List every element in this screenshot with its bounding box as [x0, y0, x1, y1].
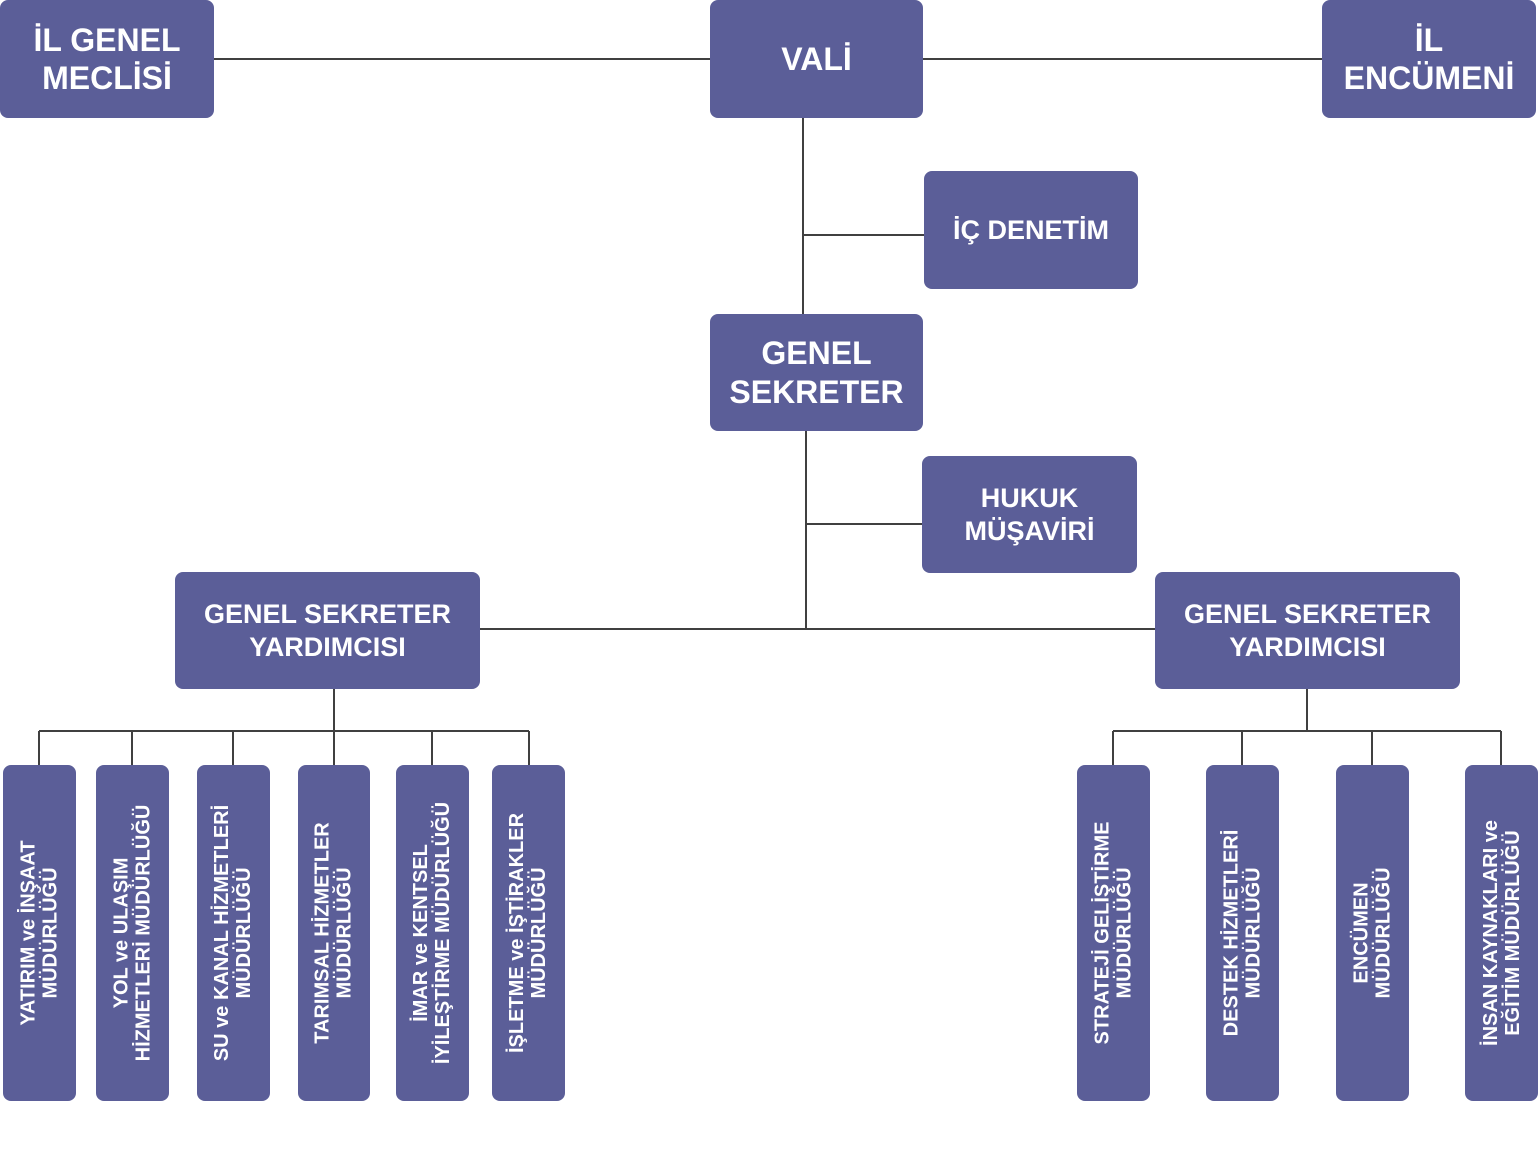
- unit-strateji-gelistirme-line-2: MÜDÜRLÜĞÜ: [1113, 867, 1136, 999]
- il-genel-meclisi-line-2: MECLİSİ: [42, 60, 172, 96]
- yardimci-left-line-2: YARDIMCISI: [249, 631, 406, 662]
- yardimci-right-line-1: GENEL SEKRETER: [1183, 599, 1432, 630]
- genel-sekreter-line-1: GENEL: [761, 335, 872, 372]
- unit-tarimsal-line-2: MÜDÜRLÜĞÜ: [334, 867, 356, 999]
- unit-insan-kaynaklari-line-2: EĞİTİM MÜDÜRLÜĞÜ: [1501, 830, 1524, 1036]
- ic-denetim-box: İÇ DENETİM: [924, 171, 1138, 289]
- vali-box: VALİ: [710, 0, 923, 118]
- unit-insan-kaynaklari-line-1: İNSAN KAYNAKLARI ve: [1479, 820, 1502, 1046]
- unit-yatirim-insaat-line-2: MÜDÜRLÜĞÜ: [39, 867, 62, 999]
- unit-isletme-istirakler-line-2: MÜDÜRLÜĞÜ: [528, 867, 551, 999]
- hukuk-musaviri-line-2: MÜŞAVİRİ: [964, 515, 1095, 546]
- hukuk-musaviri-line-1: HUKUK: [980, 483, 1079, 514]
- unit-insan-kaynaklari: İNSAN KAYNAKLARI ve EĞİTİM MÜDÜRLÜĞÜ: [1465, 765, 1538, 1101]
- yardimci-left-box: GENEL SEKRETER YARDIMCISI: [175, 572, 480, 689]
- unit-isletme-istirakler: İŞLETME ve İŞTİRAKLER MÜDÜRLÜĞÜ: [492, 765, 565, 1101]
- unit-imar-kentsel-line-2: İYİLEŞTİRME MÜDÜRLÜĞÜ: [432, 801, 455, 1065]
- unit-destek-hizmetleri-line-1: DESTEK HİZMETLERİ: [1220, 829, 1243, 1037]
- unit-su-kanal: SU ve KANAL HİZMETLERİ MÜDÜRLÜĞÜ: [197, 765, 270, 1101]
- il-genel-meclisi-box: İL GENEL MECLİSİ: [0, 0, 214, 118]
- genel-sekreter-line-2: SEKRETER: [729, 373, 904, 410]
- yardimci-right-box: GENEL SEKRETER YARDIMCISI: [1155, 572, 1460, 689]
- il-genel-meclisi-line-1: İL GENEL: [33, 21, 181, 58]
- unit-yol-ulasim-line-2: HİZMETLERİ MÜDÜRLÜĞÜ: [132, 804, 155, 1062]
- unit-tarimsal-line-1: TARIMSAL HİZMETLER: [312, 822, 334, 1044]
- genel-sekreter-box: GENEL SEKRETER: [710, 314, 923, 431]
- unit-strateji-gelistirme-line-1: STRATEJİ GELİŞTİRME: [1091, 821, 1114, 1045]
- unit-strateji-gelistirme: STRATEJİ GELİŞTİRME MÜDÜRLÜĞÜ: [1077, 765, 1150, 1101]
- unit-encumen: ENCÜMEN MÜDÜRLÜĞÜ: [1336, 765, 1409, 1101]
- unit-destek-hizmetleri-line-2: MÜDÜRLÜĞÜ: [1242, 867, 1265, 999]
- unit-yatirim-insaat-line-1: YATIRIM ve İNŞAAT: [17, 840, 40, 1026]
- unit-imar-kentsel-line-1: İMAR ve KENTSEL: [410, 844, 433, 1022]
- il-encumeni-line-1: İL: [1414, 21, 1444, 58]
- unit-yol-ulasim: YOL ve ULAŞIM HİZMETLERİ MÜDÜRLÜĞÜ: [96, 765, 169, 1101]
- unit-su-kanal-line-1: SU ve KANAL HİZMETLERİ: [211, 804, 234, 1062]
- unit-isletme-istirakler-line-1: İŞLETME ve İŞTİRAKLER: [506, 812, 529, 1054]
- unit-destek-hizmetleri: DESTEK HİZMETLERİ MÜDÜRLÜĞÜ: [1206, 765, 1279, 1101]
- vali-label: VALİ: [781, 40, 852, 77]
- unit-yatirim-insaat: YATIRIM ve İNŞAAT MÜDÜRLÜĞÜ: [3, 765, 76, 1101]
- unit-yol-ulasim-line-1: YOL ve ULAŞIM: [110, 857, 133, 1009]
- unit-imar-kentsel: İMAR ve KENTSEL İYİLEŞTİRME MÜDÜRLÜĞÜ: [396, 765, 469, 1101]
- unit-encumen-line-1: ENCÜMEN: [1350, 882, 1373, 984]
- unit-tarimsal: TARIMSAL HİZMETLER MÜDÜRLÜĞÜ: [298, 765, 370, 1101]
- ic-denetim-label: İÇ DENETİM: [952, 214, 1109, 245]
- hukuk-musaviri-box: HUKUK MÜŞAVİRİ: [922, 456, 1137, 573]
- il-encumeni-box: İL ENCÜMENİ: [1322, 0, 1536, 118]
- yardimci-left-line-1: GENEL SEKRETER: [203, 599, 452, 630]
- unit-su-kanal-line-2: MÜDÜRLÜĞÜ: [233, 867, 256, 999]
- il-encumeni-line-2: ENCÜMENİ: [1343, 60, 1515, 96]
- unit-encumen-line-2: MÜDÜRLÜĞÜ: [1372, 867, 1395, 999]
- yardimci-right-line-2: YARDIMCISI: [1229, 631, 1386, 662]
